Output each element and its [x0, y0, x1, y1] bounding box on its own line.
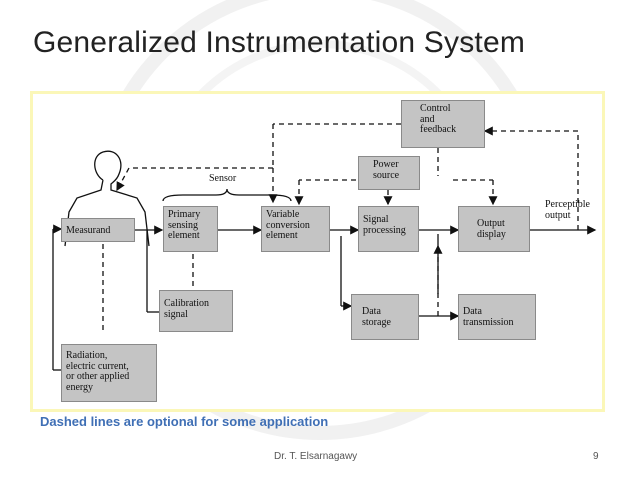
output-display-block: Output display [458, 206, 530, 252]
power-source-block: Power source [358, 156, 420, 190]
data-transmission-block: Data transmission [458, 294, 536, 340]
radiation-energy-block: Radiation, electric current, or other ap… [61, 344, 157, 402]
page-number: 9 [593, 451, 599, 462]
instrumentation-diagram: Measurand Primary sensing element Variab… [33, 94, 602, 409]
signal-processing-block: Signal processing [358, 206, 419, 252]
data-storage-block: Data storage [351, 294, 419, 340]
control-feedback-block: Control and feedback [401, 100, 485, 148]
variable-conversion-element-block: Variable conversion element [261, 206, 330, 252]
measurand-block: Measurand [61, 218, 135, 242]
calibration-signal-block: Calibration signal [159, 290, 233, 332]
sensor-label: Sensor [209, 173, 237, 184]
primary-sensing-element-block: Primary sensing element [163, 206, 218, 252]
slide-footer: Dr. T. Elsarnagawy [274, 451, 358, 462]
perceptible-output-label: Perceptible output [545, 199, 590, 221]
dashed-lines-note: Dashed lines are optional for some appli… [40, 414, 329, 429]
slide-title: Generalized Instrumentation System [33, 26, 526, 59]
